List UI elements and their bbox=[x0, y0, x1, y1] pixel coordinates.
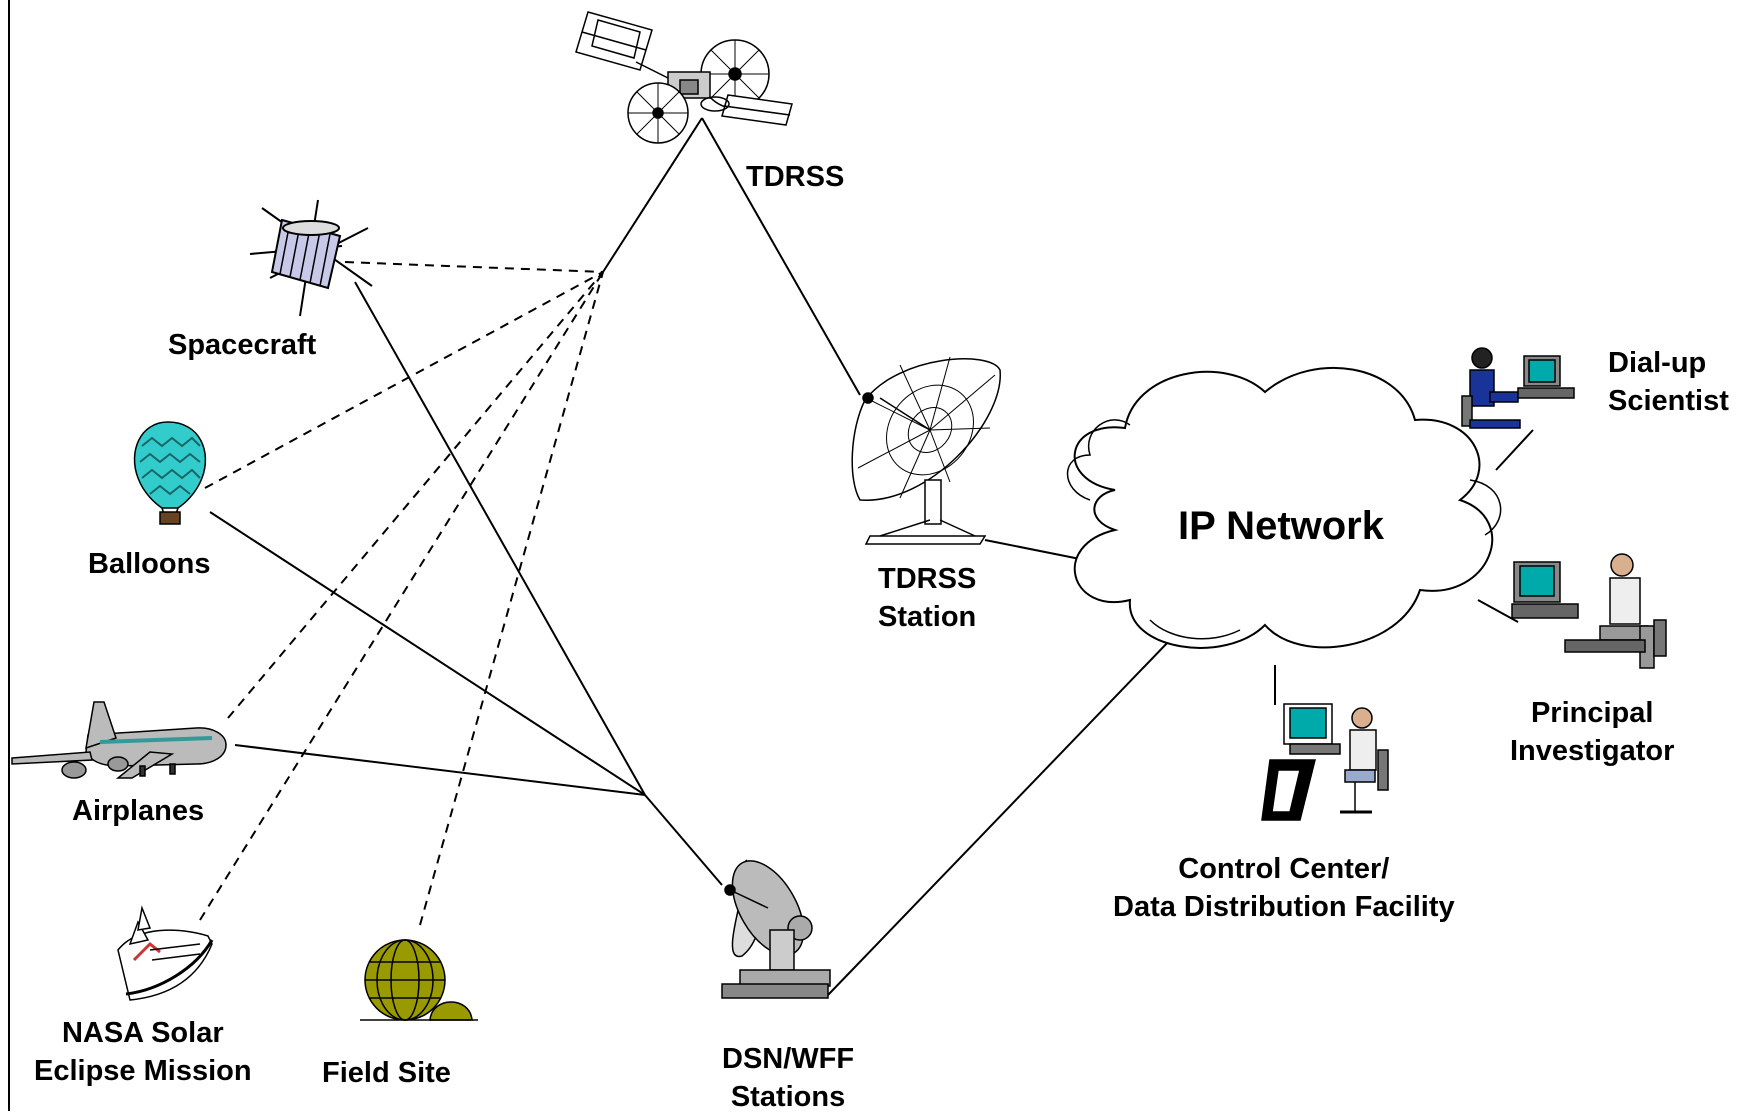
label-eclipse-line2: Eclipse Mission bbox=[34, 1055, 252, 1087]
link-spacecraft-dsn bbox=[354, 281, 646, 796]
label-dialup-scientist: Dial-up Scientist bbox=[1608, 344, 1729, 420]
link-balloons-tdrss bbox=[204, 271, 604, 489]
label-pi-line2: Investigator bbox=[1510, 735, 1675, 767]
label-eclipse: NASA Solar Eclipse Mission bbox=[34, 1014, 252, 1090]
control-center-workstation-icon bbox=[1261, 703, 1389, 821]
field-site-icon bbox=[360, 939, 478, 1021]
label-dialup-line1: Dial-up bbox=[1608, 347, 1707, 379]
label-balloons: Balloons bbox=[88, 548, 211, 580]
label-dsn-line2: Stations bbox=[730, 1081, 846, 1113]
label-dsn-line1: DSN/WFF bbox=[722, 1043, 855, 1075]
link-junction-dsn bbox=[644, 794, 723, 886]
label-tdrss: TDRSS bbox=[746, 161, 845, 193]
label-control-center: Control Center/ Data Distribution Facili… bbox=[1113, 850, 1455, 926]
principal-investigator-icon bbox=[1511, 553, 1667, 669]
balloon-icon bbox=[133, 421, 207, 525]
label-eclipse-line1: NASA Solar bbox=[61, 1017, 224, 1049]
label-tdrss-station-line2: Station bbox=[878, 601, 977, 633]
tdrss-satellite-icon bbox=[575, 11, 793, 144]
link-spacecraft-tdrss bbox=[344, 261, 604, 273]
label-spacecraft: Spacecraft bbox=[168, 329, 317, 361]
link-airplanes-tdrss bbox=[227, 271, 604, 719]
label-airplanes: Airplanes bbox=[72, 795, 205, 827]
link-balloons-junction bbox=[209, 511, 646, 796]
label-ip-network: IP Network bbox=[1178, 504, 1384, 548]
label-dialup-line2: Scientist bbox=[1608, 385, 1729, 417]
label-field-site: Field Site bbox=[322, 1057, 451, 1089]
link-eclipse-tdrss bbox=[199, 271, 604, 921]
spacecraft-icon bbox=[249, 199, 373, 317]
label-principal-investigator: Principal Investigator bbox=[1510, 694, 1674, 770]
link-ipnet-dialup bbox=[1495, 429, 1534, 471]
dsn-antenna-icon bbox=[721, 859, 831, 999]
label-tdrss-station: TDRSS Station bbox=[878, 560, 976, 636]
airplane-icon bbox=[11, 701, 227, 779]
dashed-links bbox=[199, 261, 604, 926]
link-tdrss-junction bbox=[602, 117, 703, 273]
ship-icon bbox=[117, 905, 214, 1001]
link-airplanes-junction bbox=[234, 744, 646, 796]
ip-network-cloud bbox=[1066, 366, 1502, 649]
link-fieldsite-tdrss bbox=[419, 271, 604, 926]
link-dsn-ipnet bbox=[827, 639, 1171, 996]
label-dsn: DSN/WFF Stations bbox=[722, 1040, 854, 1116]
link-tdrss-station bbox=[701, 117, 861, 396]
label-tdrss-station-line1: TDRSS bbox=[878, 563, 977, 595]
label-control-line1: Control Center/ bbox=[1178, 853, 1390, 885]
label-pi-line1: Principal bbox=[1530, 697, 1654, 729]
tdrss-station-dish-icon bbox=[851, 356, 1001, 545]
label-control-line2: Data Distribution Facility bbox=[1113, 891, 1455, 923]
link-station-ipnet bbox=[984, 539, 1086, 561]
dialup-scientist-icon bbox=[1461, 347, 1575, 429]
